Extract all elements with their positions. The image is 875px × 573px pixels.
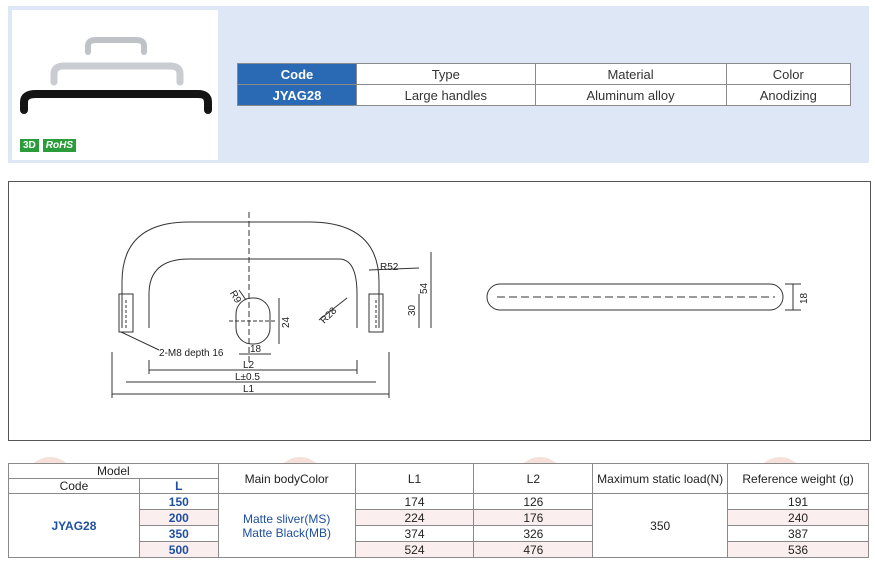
header-l1: L1 xyxy=(354,463,475,494)
product-image-card xyxy=(12,10,218,160)
cell-weight: 536 xyxy=(727,541,869,558)
cell-l2: 476 xyxy=(473,541,594,558)
cell-l2: 326 xyxy=(473,525,594,542)
header-reference-weight: Reference weight (g) xyxy=(727,463,869,494)
cell-l1: 374 xyxy=(354,525,475,542)
badge-row: 3D RoHS xyxy=(20,139,77,152)
dim-m8-note: 2-M8 depth 16 xyxy=(159,348,224,359)
cell-l1: 224 xyxy=(354,509,475,526)
header-code: Code xyxy=(8,478,140,494)
dim-54: 54 xyxy=(419,282,430,294)
dim-24: 24 xyxy=(281,316,292,328)
cell-l2: 176 xyxy=(473,509,594,526)
drawing-canvas: R52 R9 R28 24 18 30 54 18 2-M8 depth 16 … xyxy=(111,212,810,398)
technical-drawing: R52 R9 R28 24 18 30 54 18 2-M8 depth 16 … xyxy=(8,181,871,441)
spec-code-value: JYAG28 xyxy=(237,84,357,106)
color-option-ms: Matte sliver(MS) xyxy=(242,511,331,526)
spec-value-row: JYAG28 Large handles Aluminum alloy Anod… xyxy=(237,84,852,106)
cell-weight: 240 xyxy=(727,509,869,526)
header-main-body-color: Main bodyColor xyxy=(217,463,356,494)
cell-weight: 191 xyxy=(727,493,869,510)
cell-weight: 387 xyxy=(727,525,869,542)
size-header-row-2: Code L xyxy=(8,478,869,494)
spec-head-type: Type xyxy=(356,63,536,85)
cell-l1: 174 xyxy=(354,493,475,510)
dim-18-section: 18 xyxy=(250,344,262,355)
color-option-mb: Matte Black(MB) xyxy=(242,525,331,540)
spec-head-color: Color xyxy=(725,63,852,85)
size-header-row-1: Model Main bodyColor L1 L2 Maximum stati… xyxy=(8,463,869,494)
cell-l2: 126 xyxy=(473,493,594,510)
cell-max-load: 350 xyxy=(592,493,729,558)
cell-l: 200 xyxy=(138,509,219,526)
cell-l: 150 xyxy=(138,493,219,510)
spec-head-material: Material xyxy=(534,63,727,85)
cell-l: 500 xyxy=(138,541,219,558)
table-row: 500 524 476 536 xyxy=(9,541,869,558)
dim-30: 30 xyxy=(407,304,418,316)
spec-material-value: Aluminum alloy xyxy=(534,84,727,106)
spec-color-value: Anodizing xyxy=(725,84,852,106)
header-l2: L2 xyxy=(473,463,594,494)
table-row: JYAG28 150 Matte sliver(MS) Matte Black(… xyxy=(8,493,869,558)
table-row: 200 224 176 240 xyxy=(9,509,869,526)
header-max-static-load: Maximum static load(N) xyxy=(592,463,729,494)
3d-badge[interactable]: 3D xyxy=(20,139,39,152)
dim-r28: R28 xyxy=(319,305,340,326)
spec-header-row: Code Type Material Color xyxy=(237,63,852,85)
dim-18-side: 18 xyxy=(799,292,810,304)
rohs-badge: RoHS xyxy=(42,139,77,152)
cell-l: 350 xyxy=(138,525,219,542)
handle-product-image xyxy=(20,37,212,114)
spec-table: Code Type Material Color JYAG28 Large ha… xyxy=(237,63,852,106)
dim-r52: R52 xyxy=(380,262,399,273)
header-l: L xyxy=(138,478,219,494)
color-cell: Matte sliver(MS) Matte Black(MB) xyxy=(217,493,356,558)
spec-type-value: Large handles xyxy=(356,84,536,106)
header-model: Model xyxy=(8,463,219,479)
spec-head-code: Code xyxy=(237,63,357,85)
cell-l1: 524 xyxy=(354,541,475,558)
dim-l2: L2 xyxy=(243,360,255,371)
size-table: Model Main bodyColor L1 L2 Maximum stati… xyxy=(8,463,869,558)
code-cell: JYAG28 xyxy=(8,493,140,558)
dim-l1: L1 xyxy=(243,384,255,395)
dim-l: L±0.5 xyxy=(235,372,260,383)
